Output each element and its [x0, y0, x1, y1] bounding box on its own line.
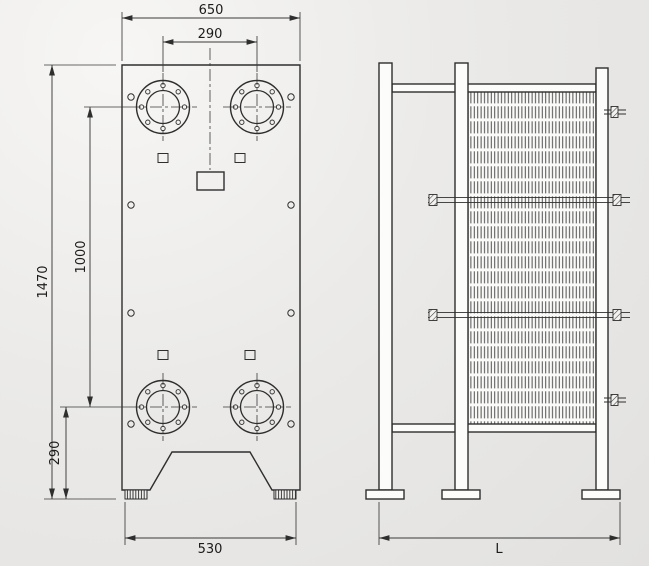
nameplate	[196, 171, 225, 191]
edge-bolt-holes	[127, 93, 295, 428]
guiding-bar-bottom	[391, 423, 597, 433]
foot-fixed-plate	[365, 489, 405, 500]
dim-1000-label: 1000	[74, 240, 89, 273]
carrying-bar-top	[391, 83, 597, 93]
dim-height-1470: 1470	[36, 64, 116, 500]
front-view: 650 290 1470 1000 290	[36, 3, 301, 557]
dim-530-label: 530	[198, 542, 223, 557]
stud-bolt-bottom	[604, 394, 626, 406]
side-view: L	[365, 62, 630, 557]
port-top-left	[128, 72, 198, 142]
dim-1470-label: 1470	[36, 265, 51, 298]
dim-290-top-label: 290	[198, 27, 223, 42]
tie-bolt-lower	[428, 309, 630, 321]
dim-port-vertical-1000: 1000	[60, 106, 129, 408]
dim-650-label: 650	[199, 3, 224, 18]
foot-right	[273, 489, 297, 500]
foot-left	[124, 489, 148, 500]
pressure-plate	[454, 62, 469, 491]
dim-L-label: L	[495, 542, 503, 557]
inspection-squares	[157, 153, 256, 360]
port-bottom-left	[128, 372, 198, 442]
port-bottom-right	[222, 372, 292, 442]
foot-support-column	[581, 489, 621, 500]
dim-port-spacing-290: 290	[162, 27, 258, 72]
stud-bolt-top	[604, 106, 626, 118]
tie-bolt-upper	[428, 194, 630, 206]
port-top-right	[222, 72, 292, 142]
support-column	[595, 67, 609, 491]
dim-port-to-base-290: 290	[48, 407, 69, 499]
foot-pressure-plate	[441, 489, 481, 500]
dim-feet-530: 530	[124, 502, 297, 557]
plate-pack	[467, 89, 597, 431]
dim-width-650: 650	[121, 3, 301, 61]
dim-290-bottom-label: 290	[48, 441, 63, 466]
dim-length-L: L	[378, 502, 621, 557]
fixed-frame-plate	[378, 62, 393, 491]
